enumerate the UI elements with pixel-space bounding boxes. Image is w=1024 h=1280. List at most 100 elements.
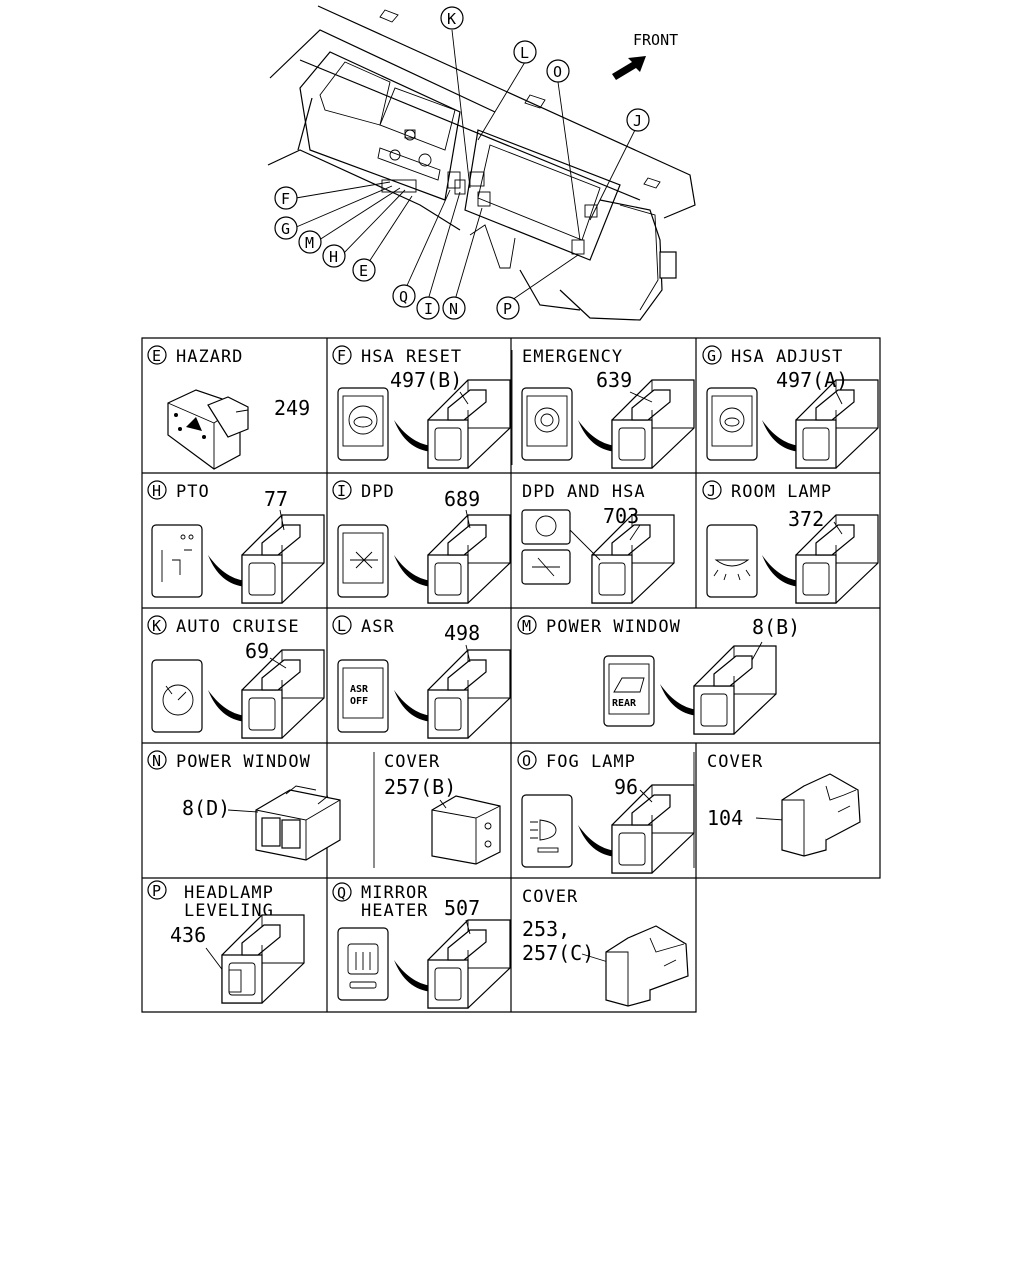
cover-104-title: COVER <box>707 752 763 772</box>
cell-mirror-heater: Q MIRROR HEATER 507 <box>332 882 511 1009</box>
dpd-and-hsa-title: DPD AND HSA <box>522 482 646 502</box>
cell-hsa-reset: F HSA RESET 497(B) <box>332 345 511 469</box>
svg-text:L: L <box>337 617 346 635</box>
cover-257c-part-number-1: 253, <box>522 917 570 941</box>
svg-text:Q: Q <box>399 288 408 306</box>
pto-title: PTO <box>176 482 210 502</box>
cell-cover-257c: COVER 253, 257(C) <box>522 887 689 1007</box>
hsa-reset-title: HSA RESET <box>361 347 462 367</box>
svg-text:I: I <box>424 300 433 318</box>
svg-text:P: P <box>152 882 161 900</box>
svg-text:K: K <box>447 10 456 28</box>
svg-text:H: H <box>329 248 338 266</box>
emergency-part-number: 639 <box>596 368 632 392</box>
power-window-driver-title: POWER WINDOW <box>176 752 311 772</box>
svg-text:N: N <box>152 752 161 770</box>
hsa-reset-part-number: 497(B) <box>390 368 462 392</box>
svg-text:G: G <box>281 220 290 238</box>
hsa-adjust-title: HSA ADJUST <box>731 347 843 367</box>
headlamp-leveling-title-2: LEVELING <box>184 901 274 921</box>
dpd-and-hsa-part-number: 703 <box>603 504 639 528</box>
callout-h: H <box>322 244 346 268</box>
cell-power-window-driver: N POWER WINDOW 8(D) <box>147 750 341 861</box>
callout-n: N <box>442 296 466 320</box>
front-label: FRONT <box>633 31 678 49</box>
svg-text:Q: Q <box>337 884 346 902</box>
svg-text:O: O <box>553 63 562 81</box>
cell-dpd-and-hsa: DPD AND HSA 703 <box>521 482 675 604</box>
dpd-title: DPD <box>361 482 395 502</box>
auto-cruise-title: AUTO CRUISE <box>176 617 300 637</box>
callout-k: K <box>440 6 464 30</box>
room-lamp-part-number: 372 <box>788 507 824 531</box>
svg-text:M: M <box>305 234 314 252</box>
callout-j: J <box>626 108 650 132</box>
power-window-rear-icon-text: REAR <box>612 698 637 709</box>
cover-257c-title: COVER <box>522 887 578 907</box>
callout-o: O <box>546 59 570 83</box>
hazard-switch <box>167 389 249 470</box>
power-window-rear-title: POWER WINDOW <box>546 617 681 637</box>
room-lamp-title: ROOM LAMP <box>731 482 832 502</box>
callout-p: P <box>496 296 520 320</box>
svg-text:J: J <box>633 112 642 130</box>
asr-title: ASR <box>361 617 395 637</box>
mirror-heater-part-number: 507 <box>444 896 480 920</box>
dpd-part-number: 689 <box>444 487 480 511</box>
cover-257b-part-number: 257(B) <box>384 775 456 799</box>
svg-text:G: G <box>707 347 716 365</box>
hsa-adjust-part-number: 497(A) <box>776 368 848 392</box>
hazard-title: HAZARD <box>176 347 243 367</box>
cell-cover-257b: COVER 257(B) <box>384 752 501 865</box>
cell-hazard: E HAZARD 249 <box>147 345 310 470</box>
emergency-title: EMERGENCY <box>522 347 623 367</box>
hazard-part-number: 249 <box>274 396 310 420</box>
pto-part-number: 77 <box>264 487 288 511</box>
fog-lamp-part-number: 96 <box>614 775 638 799</box>
callout-e: E <box>352 258 376 282</box>
svg-text:K: K <box>152 617 161 635</box>
svg-text:E: E <box>152 347 161 365</box>
cell-dpd: I DPD 689 <box>332 480 511 604</box>
cover-104-part-number: 104 <box>707 806 743 830</box>
cover-257c-part-number-2: 257(C) <box>522 941 594 965</box>
asr-icon-text-1: ASR <box>350 684 369 695</box>
dashboard-overview: FRONT K L O J F G M H E Q I N P <box>267 5 696 321</box>
callout-g: G <box>274 216 298 240</box>
svg-text:I: I <box>337 482 346 500</box>
callout-i: I <box>416 296 440 320</box>
svg-text:L: L <box>520 44 529 62</box>
asr-icon-text-2: OFF <box>350 696 368 707</box>
cell-hsa-adjust: G HSA ADJUST 497(A) <box>702 345 879 469</box>
parts-grid <box>141 337 881 1013</box>
cell-cover-104: COVER 104 <box>707 752 861 857</box>
callout-f: F <box>274 186 298 210</box>
svg-text:O: O <box>522 752 531 770</box>
cover-257b-title: COVER <box>384 752 440 772</box>
headlamp-leveling-title-1: HEADLAMP <box>184 883 274 903</box>
cell-room-lamp: J ROOM LAMP 372 <box>702 480 879 604</box>
svg-text:H: H <box>152 482 161 500</box>
svg-text:M: M <box>522 617 531 635</box>
cell-asr: L ASR ASR OFF 498 <box>332 615 511 739</box>
svg-text:P: P <box>503 300 512 318</box>
power-window-rear-part-number: 8(B) <box>752 615 800 639</box>
cell-power-window-rear: M POWER WINDOW REAR 8(B) <box>517 615 800 735</box>
svg-text:F: F <box>281 190 290 208</box>
callout-l: L <box>513 40 537 64</box>
fog-lamp-title: FOG LAMP <box>546 752 636 772</box>
mirror-heater-title-2: HEATER <box>361 901 428 921</box>
cell-headlamp-leveling: P HEADLAMP LEVELING 436 <box>147 880 305 1004</box>
svg-text:F: F <box>337 347 346 365</box>
svg-text:E: E <box>359 262 368 280</box>
cell-auto-cruise: K AUTO CRUISE 69 <box>147 615 325 739</box>
mirror-heater-title-1: MIRROR <box>361 883 428 903</box>
callout-m: M <box>298 230 322 254</box>
asr-part-number: 498 <box>444 621 480 645</box>
cell-emergency: EMERGENCY 639 <box>521 347 695 469</box>
cell-pto: H PTO 77 <box>147 480 325 604</box>
cell-fog-lamp: O FOG LAMP 96 <box>517 750 695 874</box>
headlamp-leveling-part-number: 436 <box>170 923 206 947</box>
power-window-driver-part-number: 8(D) <box>182 796 230 820</box>
